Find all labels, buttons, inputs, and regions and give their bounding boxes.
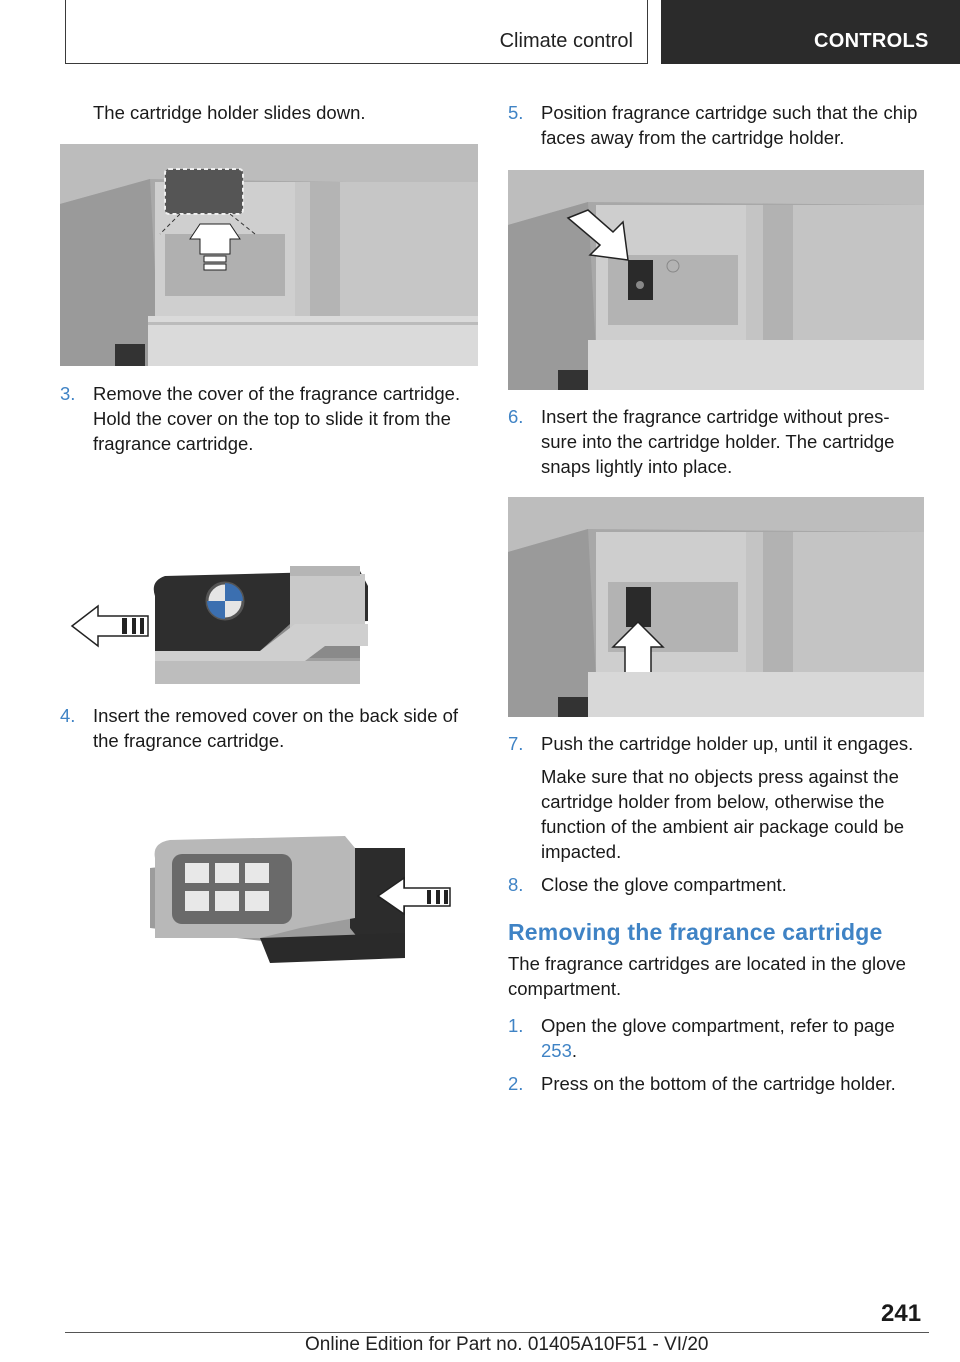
cartridge-cover-removal-illustration	[70, 566, 368, 684]
sub-step-1-number: 1.	[508, 1015, 524, 1036]
section-intro: The fragrance cartridges are located in …	[508, 953, 906, 999]
step-5: 5. Position fragrance cartridge such tha…	[508, 100, 928, 150]
cartridge-position-illustration	[508, 170, 924, 390]
footer-edition: Online Edition for Part no. 01405A10F51 …	[305, 1334, 709, 1355]
step-8-number: 8.	[508, 874, 524, 895]
glovebox-holder-down-illustration	[60, 144, 478, 366]
step-7-text: Push the cartridge holder up, until it e…	[541, 733, 914, 754]
footer-divider	[65, 1332, 929, 1333]
step-7-note: Make sure that no objects press against …	[541, 766, 905, 862]
sub-step-1-text: Open the glove compartment, refer to pag…	[541, 1015, 895, 1036]
sub-step-1-period: .	[571, 1040, 578, 1061]
step-3-text: Remove the cover of the fragrance cartri…	[93, 383, 461, 454]
section-heading: Removing the fragrance cartridge	[508, 919, 883, 945]
step-3-number: 3.	[60, 383, 76, 404]
header-section-box: Climate control	[65, 0, 648, 64]
step-5-number: 5.	[508, 102, 524, 123]
cartridge-insert-illustration	[508, 497, 924, 717]
header-chapter-box: CONTROLS	[661, 0, 960, 64]
right-column: 5. Position fragrance cartridge such tha…	[508, 100, 928, 1096]
page-number: 241	[881, 1300, 922, 1327]
step-5-text: Position fragrance cartridge such that t…	[541, 102, 918, 148]
step-4: 4. Insert the removed cover on the back …	[60, 703, 478, 753]
header-chapter-title: CONTROLS	[814, 30, 929, 52]
sub-step-2: 2. Press on the bottom of the cartridge …	[508, 1071, 928, 1096]
step-3: 3. Remove the cover of the fragrance car…	[60, 381, 478, 456]
step-7: 7. Push the cartridge holder up, until i…	[508, 731, 928, 756]
left-column: The cartridge holder slides down. 3. Rem…	[60, 100, 478, 968]
header-section-title: Climate control	[499, 30, 633, 52]
cover-insert-illustration	[150, 836, 451, 963]
intro-text: The cartridge holder slides down.	[93, 102, 366, 123]
step-8: 8. Close the glove compartment.	[508, 872, 928, 897]
step-4-number: 4.	[60, 705, 76, 726]
step-6-number: 6.	[508, 406, 524, 427]
step-4-text: Insert the removed cover on the back sid…	[93, 705, 459, 751]
sub-step-2-text: Press on the bottom of the cartridge hol…	[541, 1073, 896, 1094]
step-6: 6. Insert the fragrance cartridge withou…	[508, 404, 928, 479]
step-7-number: 7.	[508, 733, 524, 754]
sub-step-2-number: 2.	[508, 1073, 524, 1094]
page-reference-link[interactable]: 253	[541, 1040, 572, 1061]
step-6-text: Insert the fragrance cartridge without p…	[541, 406, 895, 477]
step-8-text: Close the glove compartment.	[541, 874, 787, 895]
sub-step-1: 1. Open the glove compartment, refer to …	[508, 1013, 928, 1063]
